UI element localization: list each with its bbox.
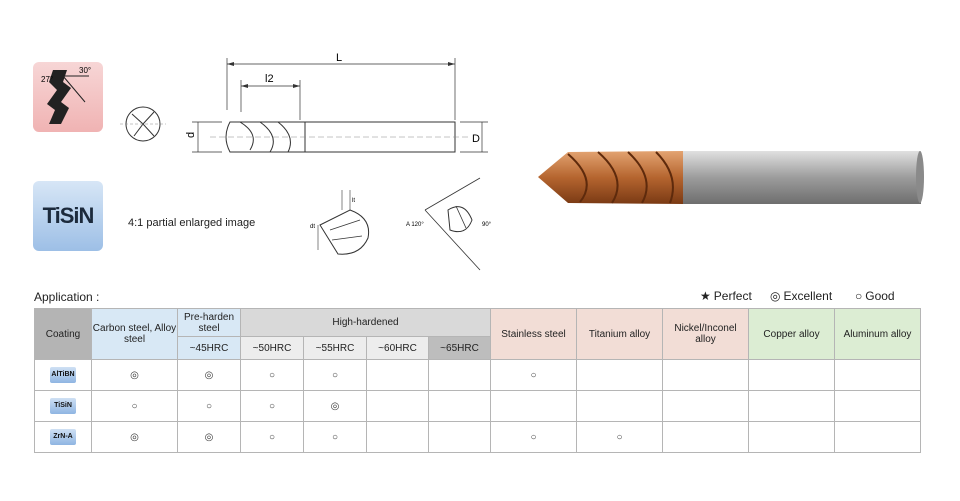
rating-cell: ○ — [240, 390, 304, 422]
legend-good: ○ Good — [855, 289, 895, 303]
rating-cell: ○ — [91, 390, 178, 422]
rating-cell — [428, 421, 491, 453]
rating-cell — [366, 359, 429, 391]
coating-badge-label: TiSiN — [42, 203, 95, 228]
rating-cell: ○ — [303, 359, 367, 391]
header-stainless: Stainless steel — [490, 308, 577, 360]
header-nickel: Nickel/Inconel alloy — [662, 308, 749, 360]
rating-cell: ◎ — [303, 390, 367, 422]
rating-cell — [428, 390, 491, 422]
rating-cell — [428, 359, 491, 391]
application-table: Coating Carbon steel, Alloy steel Pre-ha… — [34, 308, 921, 453]
coating-chip: AlTiBN — [50, 367, 76, 383]
legend-excellent: ◎ Excellent — [770, 289, 832, 303]
rating-cell: ◎ — [177, 421, 241, 453]
legend-perfect-label: Perfect — [713, 289, 752, 303]
header-55hrc: ~55HRC — [303, 336, 367, 360]
legend-perfect: ★ Perfect — [700, 289, 752, 303]
header-aluminum: Aluminum alloy — [834, 308, 921, 360]
rating-cell — [834, 421, 921, 453]
rating-cell — [366, 421, 429, 453]
rating-cell: ○ — [576, 421, 663, 453]
rating-cell — [834, 359, 921, 391]
technical-drawing: L l2 d D lt dt A 120° 90° — [120, 52, 492, 271]
dim-dt-label: dt — [310, 224, 315, 230]
coating-cell: AlTiBN — [34, 359, 92, 391]
header-high-hardened: High-hardened — [240, 308, 491, 337]
helix-angle-icon: 27° 30° — [33, 62, 103, 132]
header-65hrc: ~65HRC — [428, 336, 491, 360]
rating-cell — [366, 390, 429, 422]
header-60hrc: ~60HRC — [366, 336, 429, 360]
detail-enlarged-2: A 120° 90° — [406, 177, 492, 271]
dim-point-angle-label: A 120° — [406, 222, 424, 228]
header-coating: Coating — [34, 308, 92, 360]
rating-cell — [662, 359, 749, 391]
header-copper: Copper alloy — [748, 308, 835, 360]
rating-cell: ◎ — [91, 359, 178, 391]
dim-l2-label: l2 — [265, 73, 274, 85]
double-circle-icon: ◎ — [770, 289, 781, 303]
rating-cell — [748, 421, 835, 453]
rating-cell: ○ — [490, 421, 577, 453]
rating-cell: ◎ — [177, 359, 241, 391]
coating-chip: ZrN-A — [50, 429, 76, 445]
header-50hrc: ~50HRC — [240, 336, 304, 360]
rating-cell: ○ — [240, 359, 304, 391]
header-titanium: Titanium alloy — [576, 308, 663, 360]
coating-chip: TiSiN — [50, 398, 76, 414]
coating-badge: TiSiN — [33, 181, 103, 251]
rating-cell — [576, 390, 663, 422]
end-view-icon — [120, 106, 166, 142]
circle-icon: ○ — [855, 289, 863, 303]
header-carbon-steel: Carbon steel, Alloy steel — [91, 308, 178, 360]
rating-cell — [748, 390, 835, 422]
helix-angle-a-label: 27° — [41, 75, 53, 84]
dim-l-label: L — [336, 52, 342, 64]
rating-cell: ○ — [490, 359, 577, 391]
rating-cell: ○ — [240, 421, 304, 453]
table-row: ZrN-A◎◎○○○○ — [34, 421, 921, 453]
product-photo — [538, 151, 924, 204]
detail-enlarged-1: lt dt — [310, 190, 370, 255]
star-icon: ★ — [700, 289, 711, 303]
rating-cell: ○ — [177, 390, 241, 422]
coating-cell: TiSiN — [34, 390, 92, 422]
dim-lt-label: lt — [352, 198, 355, 204]
caption: 4:1 partial enlarged image — [128, 217, 256, 229]
application-label: Application : — [34, 290, 100, 304]
rating-cell: ○ — [303, 421, 367, 453]
rating-cell — [490, 390, 577, 422]
dim-90-label: 90° — [482, 222, 492, 228]
legend-excellent-label: Excellent — [783, 289, 833, 303]
rating-cell — [662, 390, 749, 422]
header-pre-harden: Pre-harden steel — [177, 308, 241, 337]
rating-cell — [576, 359, 663, 391]
rating-cell — [662, 421, 749, 453]
legend-good-label: Good — [865, 289, 895, 303]
dim-D-label: D — [472, 133, 480, 145]
helix-angle-b-label: 30° — [79, 66, 91, 75]
rating-cell — [834, 390, 921, 422]
header-45hrc: ~45HRC — [177, 336, 241, 360]
table-row: AlTiBN◎◎○○○ — [34, 359, 921, 391]
rating-cell — [748, 359, 835, 391]
table-row: TiSiN○○○◎ — [34, 390, 921, 422]
dim-d-label: d — [185, 132, 197, 138]
rating-cell: ◎ — [91, 421, 178, 453]
coating-cell: ZrN-A — [34, 421, 92, 453]
